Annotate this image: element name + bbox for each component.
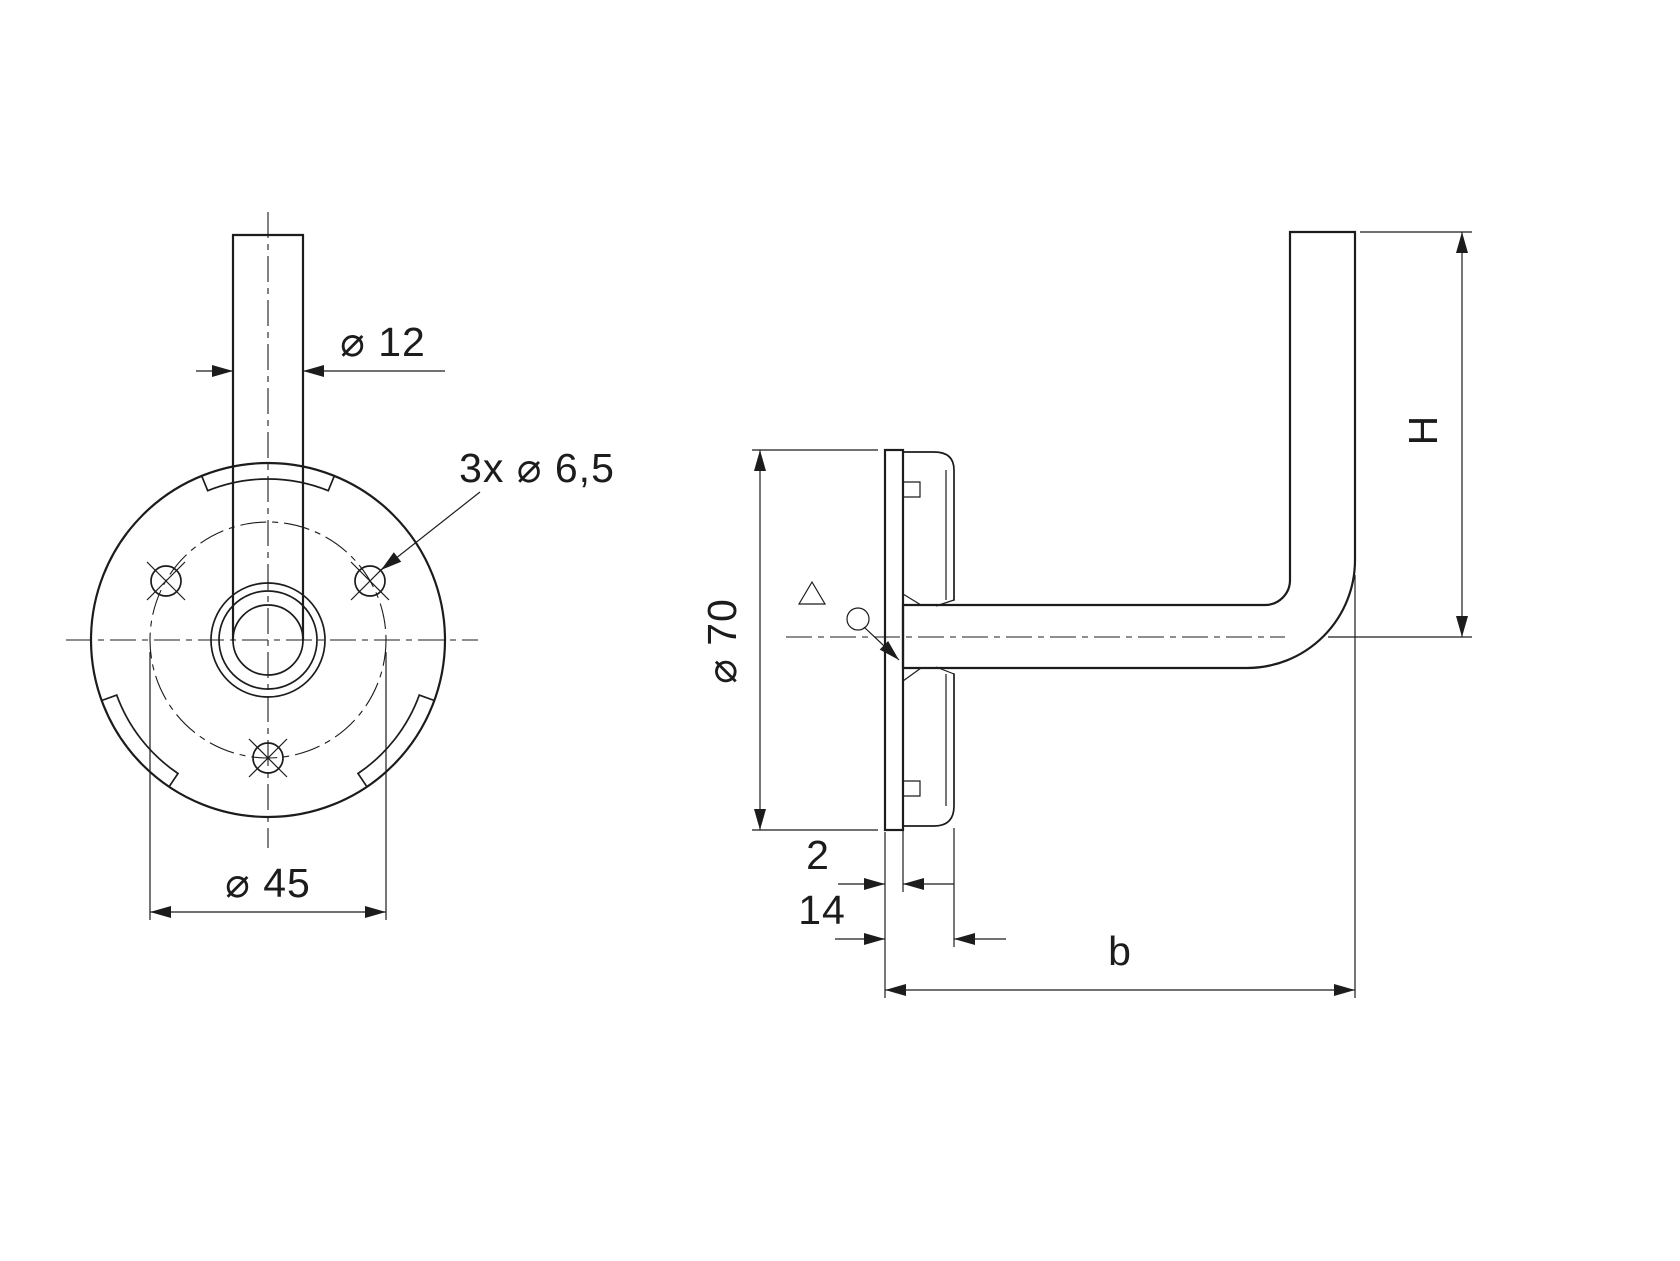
mounting-hole-upper-left <box>146 561 186 601</box>
boss-circle-inner <box>218 590 318 690</box>
arrowhead <box>1456 232 1468 253</box>
dimension-projection-width: b <box>884 575 1356 998</box>
rim-notch-lower-right <box>356 694 436 788</box>
arrowhead <box>381 552 402 570</box>
arrowhead <box>1334 984 1355 996</box>
rod-diameter-label: ⌀ 12 <box>340 319 426 365</box>
arrowhead <box>365 906 386 918</box>
bolt-circle-label: ⌀ 45 <box>225 860 311 906</box>
flange-diameter-label: ⌀ 70 <box>699 598 745 684</box>
bracket-arm-section <box>901 230 1357 670</box>
arrowhead <box>885 984 906 996</box>
side-view: ⌀ 70 2 14 b <box>699 230 1472 998</box>
mounting-holes-label: 3x ⌀ 6,5 <box>459 445 615 491</box>
arrowhead <box>212 365 233 377</box>
dimension-rod-diameter: ⌀ 12 <box>196 319 445 377</box>
leader-mounting-holes: 3x ⌀ 6,5 <box>380 445 615 571</box>
height-label: H <box>1400 415 1446 446</box>
plate-thickness-label: 2 <box>806 832 830 878</box>
wall-plate-section <box>883 448 905 832</box>
weld-symbol <box>797 580 900 661</box>
arrowhead <box>864 933 885 945</box>
arrowhead <box>150 906 171 918</box>
rod-outline <box>231 233 305 642</box>
arrowhead <box>903 878 924 890</box>
dimension-bolt-circle: ⌀ 45 <box>149 652 387 920</box>
flange-depth-label: 14 <box>798 887 846 933</box>
projection-width-label: b <box>1108 928 1132 974</box>
arrowhead <box>1456 616 1468 637</box>
dimension-height: H <box>1328 231 1472 638</box>
boss-circle-outer <box>210 582 326 698</box>
arrowhead <box>754 450 766 471</box>
dimension-plate-thickness: 2 <box>806 828 954 892</box>
dimension-flange-depth: 14 <box>798 828 1006 947</box>
dimension-flange-diameter: ⌀ 70 <box>699 449 878 831</box>
arrowhead <box>954 933 975 945</box>
circle-symbol <box>846 607 870 631</box>
mounting-hole-bottom <box>248 738 288 778</box>
rim-notch-top <box>200 475 336 492</box>
arrowhead <box>754 809 766 830</box>
arrowhead <box>879 641 899 660</box>
front-view: ⌀ 12 3x ⌀ 6,5 ⌀ 45 <box>66 212 615 920</box>
cover-cap <box>902 451 955 827</box>
triangle-symbol <box>797 580 827 605</box>
flange-outline <box>89 461 447 819</box>
arrowhead <box>303 365 324 377</box>
rim-notch-lower-left <box>100 694 180 788</box>
arrowhead <box>864 878 885 890</box>
